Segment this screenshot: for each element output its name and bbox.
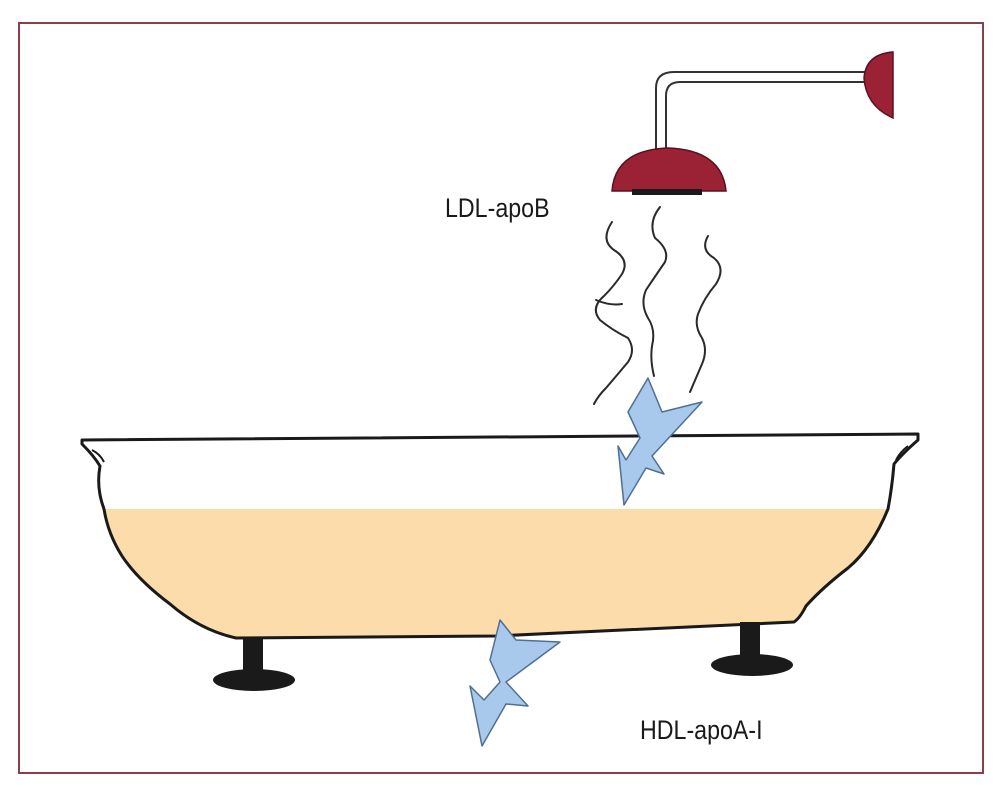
bathtub-feet [213, 622, 793, 691]
outflow-arrow-zigzag-arrow-icon [469, 619, 561, 747]
shower-pipe [655, 71, 871, 153]
bathtub-icon [80, 432, 920, 640]
bathtub-water [104, 509, 888, 638]
ldl-apob-label: LDL-apoB [445, 193, 550, 223]
inflow-arrow-zigzag-arrow-icon [617, 377, 703, 506]
shower-wall-mount-icon [863, 51, 894, 120]
hdl-apoa-i-label: HDL-apoA-I [640, 715, 763, 745]
shower-head-icon [611, 147, 727, 195]
water-streams [593, 206, 722, 405]
